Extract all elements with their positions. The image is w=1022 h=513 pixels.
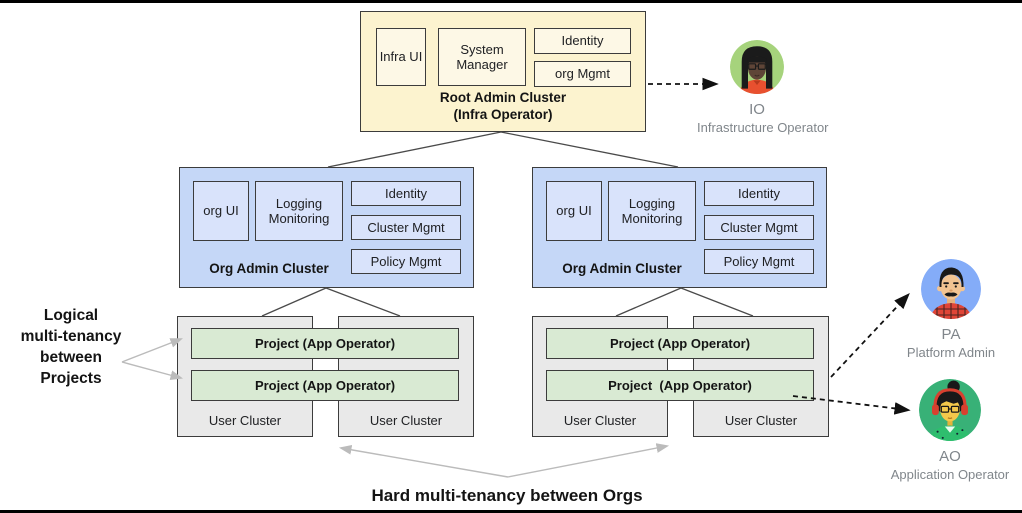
- org-cluster-title: Org Admin Cluster: [209, 261, 329, 277]
- component-org-ui: org UI: [546, 181, 602, 241]
- component-policy-mgmt: Policy Mgmt: [704, 249, 814, 274]
- user-cluster-label: User Cluster: [369, 413, 443, 428]
- persona-abbr: IO: [749, 101, 765, 118]
- hard-multitenancy-note: Hard multi-tenancy between Orgs: [371, 486, 643, 505]
- persona-role: Infrastructure Operator: [697, 120, 829, 135]
- org-left-to-user1-connector: [261, 287, 327, 317]
- orgs-double-arrow-right: [507, 443, 670, 478]
- component-cluster-mgmt: Cluster Mgmt: [704, 215, 814, 240]
- persona-abbr: AO: [939, 448, 961, 465]
- component-logging-monitoring: Logging Monitoring: [608, 181, 696, 241]
- user-cluster-label: User Cluster: [208, 413, 282, 428]
- component-identity: Identity: [704, 181, 814, 206]
- org-right-to-user4-connector: [680, 287, 754, 317]
- persona-pa: PA Platform Admin: [891, 259, 1011, 360]
- project-bar: Project (App Operator): [546, 328, 814, 359]
- root-cluster-title: Root Admin Cluster (Infra Operator): [361, 90, 645, 124]
- root-admin-cluster-box: Infra UI System Manager Identity org Mgm…: [360, 11, 646, 132]
- bottom-border-line: [0, 510, 1022, 513]
- component-identity: Identity: [351, 181, 461, 206]
- component-system-manager: System Manager: [438, 28, 526, 86]
- org-cluster-title: Org Admin Cluster: [562, 261, 682, 277]
- component-logging-monitoring: Logging Monitoring: [255, 181, 343, 241]
- persona-role: Platform Admin: [906, 345, 996, 360]
- project-bar: Project (App Operator): [546, 370, 814, 401]
- user-cluster-label: User Cluster: [563, 413, 637, 428]
- org-admin-cluster-left-box: org UI Logging Monitoring Identity Clust…: [179, 167, 474, 288]
- project-bar: Project (App Operator): [191, 328, 459, 359]
- ao-avatar-icon: [919, 379, 981, 441]
- project-bar: Project (App Operator): [191, 370, 459, 401]
- component-org-mgmt: org Mgmt: [534, 61, 631, 87]
- org-admin-cluster-right-box: org UI Logging Monitoring Identity Clust…: [532, 167, 827, 288]
- user-cluster-group-right: Project (App Operator) Project (App Oper…: [532, 316, 829, 437]
- root-cluster-title-line1: Root Admin Cluster: [439, 90, 567, 106]
- user-cluster-label: User Cluster: [724, 413, 798, 428]
- top-border-line: [0, 0, 1022, 3]
- user-cluster-group-left: Project (App Operator) Project (App Oper…: [177, 316, 474, 437]
- org-right-to-user3-connector: [615, 287, 682, 317]
- component-identity: Identity: [534, 28, 631, 54]
- orgs-double-arrow-left: [338, 444, 509, 478]
- persona-ao: AO Application Operator: [888, 379, 1012, 482]
- org-left-to-user2-connector: [325, 287, 401, 317]
- persona-io: IO Infrastructure Operator: [697, 40, 829, 135]
- root-to-org-left-connector: [327, 131, 502, 168]
- component-org-ui: org UI: [193, 181, 249, 241]
- io-avatar-icon: [730, 40, 784, 94]
- logical-multitenancy-note: Logical multi-tenancy between Projects: [20, 307, 122, 387]
- component-policy-mgmt: Policy Mgmt: [351, 249, 461, 274]
- persona-abbr: PA: [941, 326, 961, 343]
- pa-avatar-icon: [921, 259, 981, 319]
- component-cluster-mgmt: Cluster Mgmt: [351, 215, 461, 240]
- root-cluster-title-line2: (Infra Operator): [453, 107, 553, 123]
- persona-role: Application Operator: [890, 467, 1010, 482]
- component-infra-ui: Infra UI: [376, 28, 426, 86]
- root-to-org-right-connector: [500, 131, 679, 168]
